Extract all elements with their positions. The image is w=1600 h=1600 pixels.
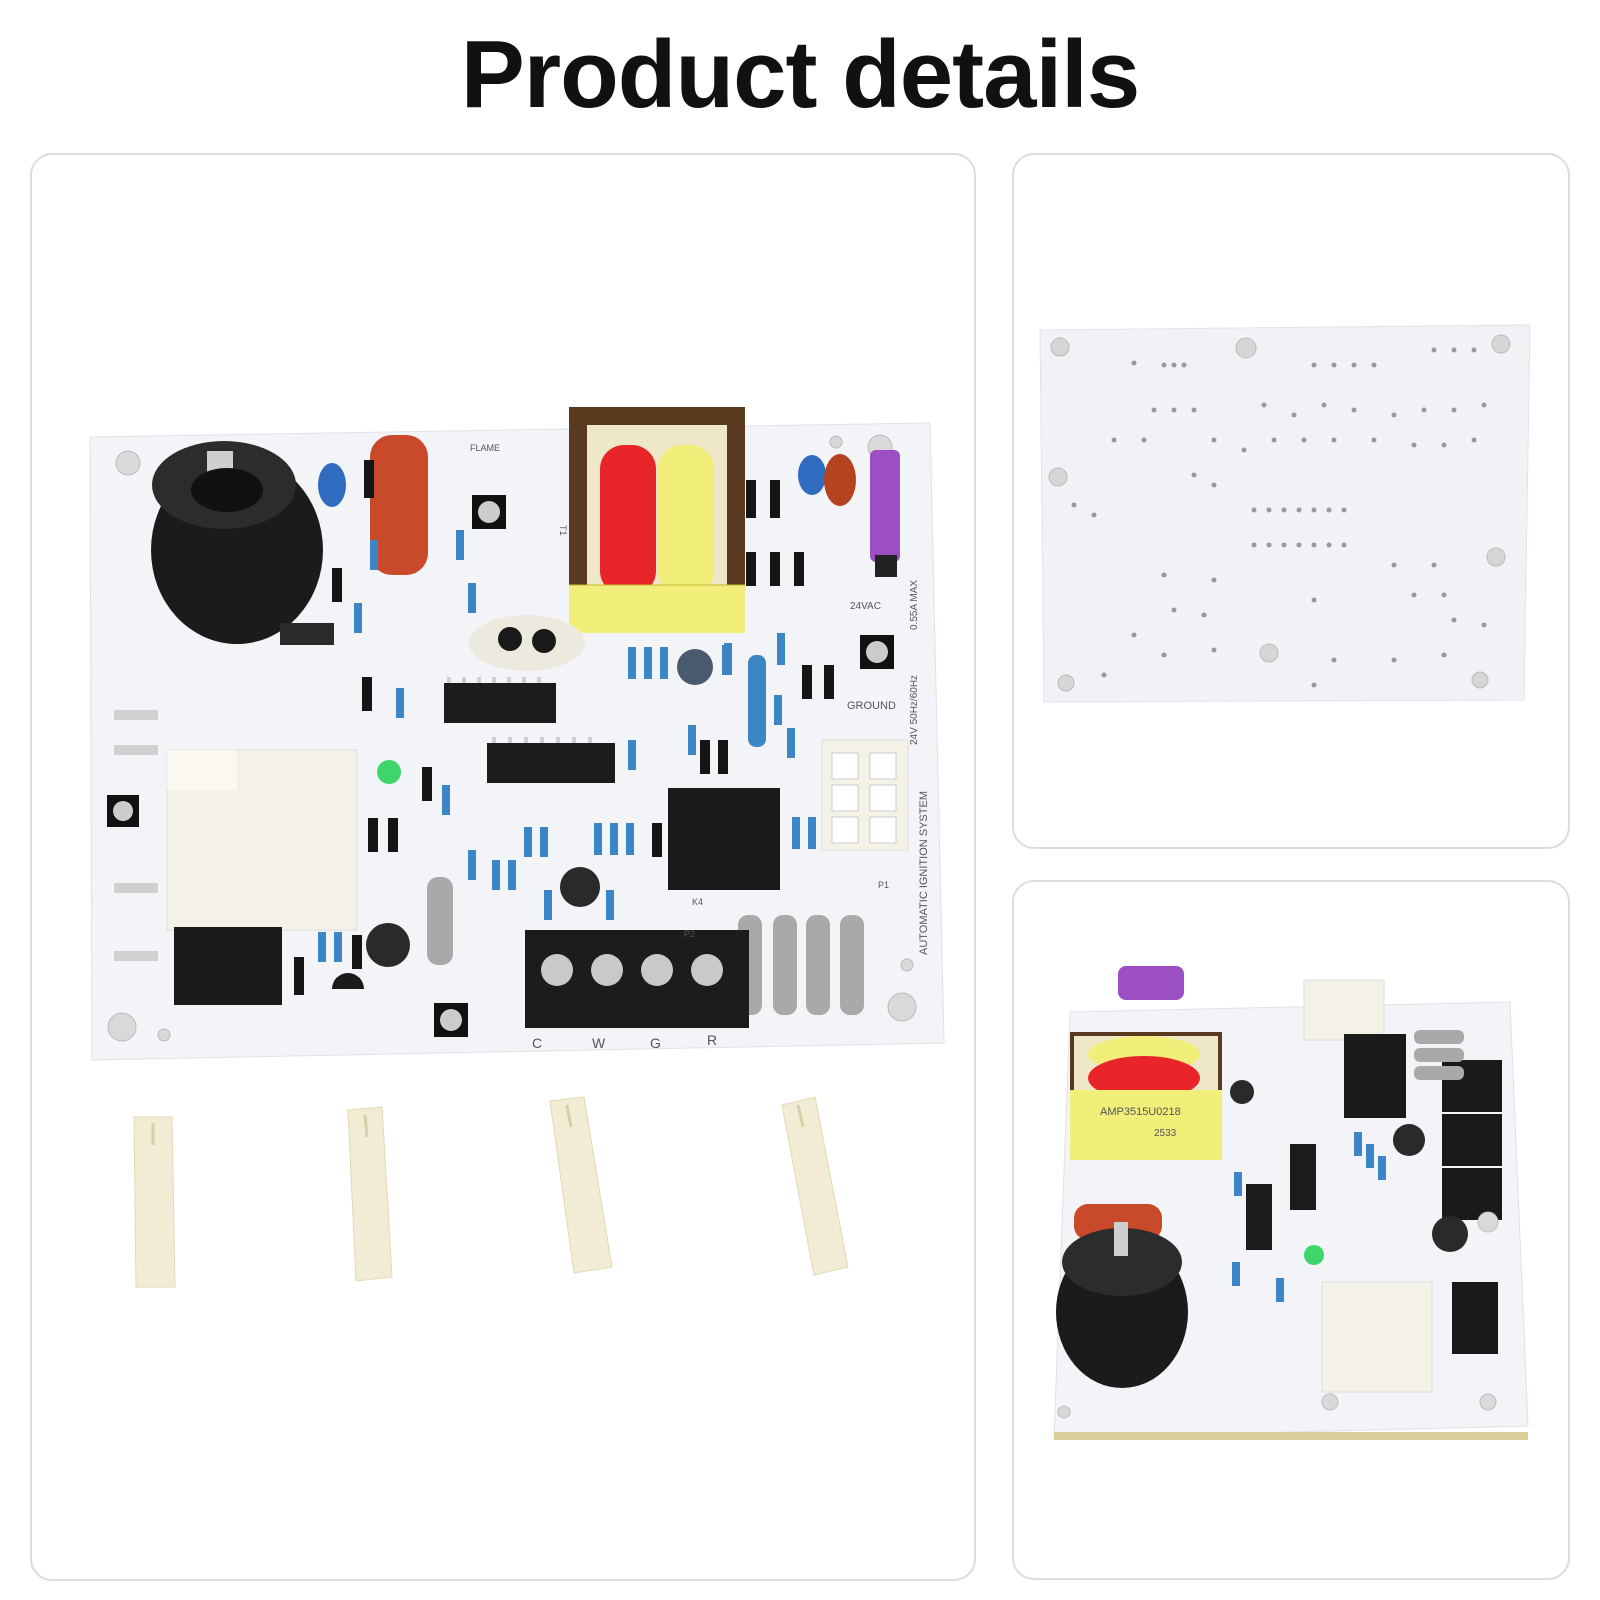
power-resistors xyxy=(1414,1030,1464,1080)
front-view-image: C W G R P2 K4 P1 T1 FLAME 24VAC GROUND A… xyxy=(89,407,945,1288)
pcb-back xyxy=(1039,324,1531,703)
capacitor-2 xyxy=(1393,1124,1425,1156)
angle-mounting-holes xyxy=(1057,1211,1499,1419)
film-capacitor xyxy=(370,435,428,575)
square-pads xyxy=(107,495,894,1037)
ceramic-capacitor-c5 xyxy=(318,463,346,507)
silk-ground: GROUND xyxy=(847,700,896,712)
resistors xyxy=(1232,1132,1386,1302)
ic-chips xyxy=(444,683,615,783)
transformer-sub: 2533 xyxy=(1154,1128,1177,1139)
small-black-relay xyxy=(1452,1282,1498,1354)
green-led xyxy=(1304,1245,1324,1265)
electrolytic-capacitor-2 xyxy=(560,867,600,907)
fuse xyxy=(1118,966,1184,1000)
green-led xyxy=(377,760,401,784)
angle-view-image: AMP3515U0218 2533 xyxy=(1053,966,1529,1440)
igniter-sensor xyxy=(1056,1222,1188,1388)
plastic-spacers xyxy=(133,1096,849,1288)
electrolytic-capacitor-3 xyxy=(366,923,410,967)
electrolytic-capacitor-1 xyxy=(677,649,713,685)
silk-k4: K4 xyxy=(692,897,703,907)
transistor-q1 xyxy=(332,973,364,989)
power-resistors xyxy=(427,877,864,1015)
silk-terminal-w: W xyxy=(592,1035,606,1051)
transistor-holder xyxy=(469,615,585,671)
front-view-panel: C W G R P2 K4 P1 T1 FLAME 24VAC GROUND A… xyxy=(30,153,976,1581)
angle-view-panel: AMP3515U0218 2533 xyxy=(1012,880,1570,1580)
capacitor-3 xyxy=(1432,1216,1468,1252)
white-relay xyxy=(166,749,358,931)
black-relay xyxy=(1344,1034,1406,1118)
pcb-edge xyxy=(1054,1432,1528,1440)
silk-vac: 24VAC xyxy=(850,601,881,612)
varistor xyxy=(824,454,856,506)
ic-2 xyxy=(1290,1144,1316,1210)
ceramic-capacitor-v1 xyxy=(798,455,826,495)
silk-p1: P1 xyxy=(878,880,889,890)
back-mounting-holes xyxy=(1048,334,1511,692)
terminal-block-2 xyxy=(1442,1114,1502,1166)
connector-p1 xyxy=(821,739,909,851)
silk-terminal-g: G xyxy=(650,1035,661,1051)
transformer xyxy=(1070,1032,1222,1160)
transformer-code: AMP3515U0218 xyxy=(1100,1106,1181,1118)
silk-t1: T1 xyxy=(558,525,568,536)
silk-side-text: AUTOMATIC IGNITION SYSTEM xyxy=(918,791,930,955)
igniter-sensor xyxy=(151,441,323,644)
spacer-3 xyxy=(549,1096,613,1274)
silk-flame: FLAME xyxy=(470,443,500,453)
connector-p1 xyxy=(1303,979,1385,1041)
fuse xyxy=(870,450,900,577)
page-title: Product details xyxy=(460,21,1140,128)
spacer-2 xyxy=(347,1106,393,1282)
solder-points xyxy=(1071,347,1487,688)
diodes xyxy=(294,460,834,995)
silk-p2: P2 xyxy=(684,929,695,939)
silk-current: 0.55A MAX xyxy=(909,580,920,630)
silk-terminal-c: C xyxy=(532,1035,542,1051)
mounting-holes xyxy=(107,434,917,1042)
spacer-1 xyxy=(133,1116,176,1288)
terminal-block xyxy=(525,930,749,1028)
back-view-panel xyxy=(1012,153,1570,849)
capacitor-1 xyxy=(1230,1080,1254,1104)
black-relay-k2 xyxy=(174,927,282,1005)
ic-1 xyxy=(1246,1184,1272,1250)
black-relay-k4 xyxy=(668,788,780,890)
silk-terminal-r: R xyxy=(707,1032,717,1048)
large-resistor xyxy=(748,655,766,747)
white-relay xyxy=(1321,1281,1433,1393)
silk-rating: 24V 50Hz/60Hz xyxy=(909,675,920,745)
spacer-4 xyxy=(781,1096,849,1276)
transistor-q5 xyxy=(280,623,334,645)
transformer-t1 xyxy=(569,407,745,633)
spade-terminals xyxy=(114,710,158,961)
back-view-image xyxy=(1039,324,1531,703)
terminal-block-3 xyxy=(1442,1168,1502,1220)
resistors xyxy=(318,530,816,962)
